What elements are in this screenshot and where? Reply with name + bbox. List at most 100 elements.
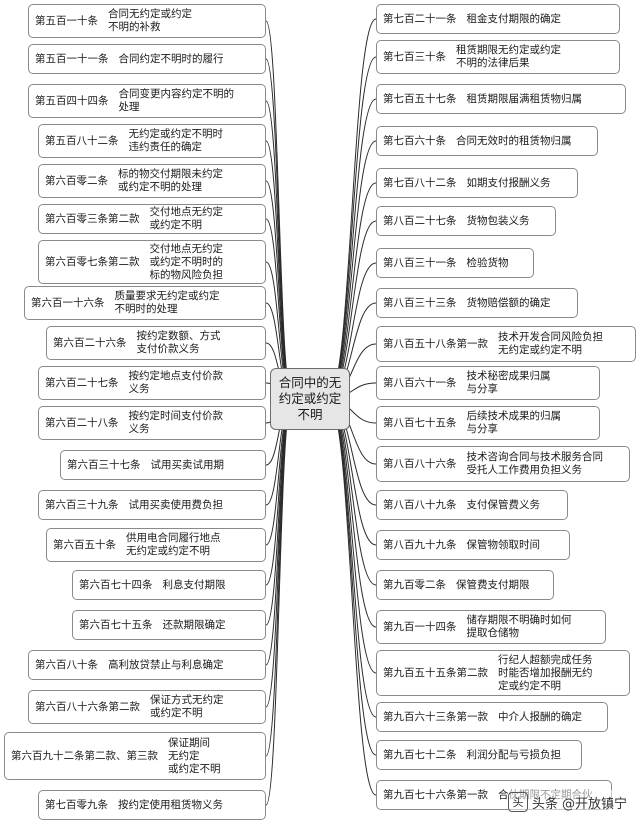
- article-topic: 无约定或约定不明时 违约责任的确定: [128, 128, 224, 153]
- article-number: 第八百二十七条: [383, 214, 457, 227]
- left-node-2: 第五百一十一条合同约定不明时的履行: [28, 44, 266, 74]
- article-number: 第六百零七条第二款: [45, 255, 140, 268]
- article-topic: 合同无约定或约定 不明的补救: [108, 8, 192, 33]
- article-number: 第七百六十条: [383, 134, 446, 147]
- article-number: 第五百一十条: [35, 14, 98, 27]
- article-topic: 技术秘密成果归属 与分享: [466, 370, 551, 395]
- article-number: 第七百零九条: [45, 798, 108, 811]
- article-topic: 租赁期限届满租赁物归属: [466, 92, 583, 105]
- article-topic: 保管物领取时间: [466, 538, 541, 551]
- right-node-2: 第七百三十条租赁期限无约定或约定 不明的法律后果: [376, 40, 620, 74]
- right-node-13: 第八百八十九条支付保管费义务: [376, 490, 568, 520]
- watermark-account: @开放镇宁: [562, 796, 628, 812]
- article-topic: 交付地点无约定 或约定不明时的 标的物风险负担: [149, 242, 224, 281]
- article-number: 第八百九十九条: [383, 538, 457, 551]
- left-node-3: 第五百四十四条合同变更内容约定不明的 处理: [28, 84, 266, 118]
- article-number: 第八百七十五条: [383, 416, 457, 429]
- article-number: 第九百六十三条第一款: [383, 710, 488, 723]
- article-number: 第七百五十七条: [383, 92, 457, 105]
- article-number: 第六百二十八条: [45, 416, 119, 429]
- article-number: 第六百八十六条第二款: [35, 700, 140, 713]
- article-topic: 合同约定不明时的履行: [118, 52, 224, 65]
- left-node-6: 第六百零三条第二款交付地点无约定 或约定不明: [38, 204, 266, 234]
- left-node-19: 第六百九十二条第二款、第三款保证期间 无约定 或约定不明: [4, 732, 266, 780]
- article-number: 第六百三十九条: [45, 498, 119, 511]
- right-node-8: 第八百三十三条货物赔偿额的确定: [376, 288, 578, 318]
- article-topic: 高利放贷禁止与利息确定: [108, 658, 224, 671]
- connector-left-4: [265, 140, 293, 400]
- article-topic: 技术开发合同风险负担 无约定或约定不明: [498, 331, 603, 356]
- article-number: 第五百四十四条: [35, 94, 109, 107]
- article-topic: 试用买卖使用费负担: [128, 498, 224, 511]
- left-node-11: 第六百二十八条按约定时间支付价款 义务: [38, 406, 266, 440]
- right-node-10: 第八百六十一条技术秘密成果归属 与分享: [376, 366, 600, 400]
- connector-left-18: [265, 398, 293, 708]
- article-number: 第五百八十二条: [45, 134, 119, 147]
- article-topic: 标的物交付期限未约定 或约定不明的处理: [118, 168, 223, 193]
- connector-right-4: [327, 140, 377, 400]
- left-node-7: 第六百零七条第二款交付地点无约定 或约定不明时的 标的物风险负担: [38, 240, 266, 284]
- connector-right-1: [327, 18, 377, 400]
- left-node-17: 第六百八十条高利放贷禁止与利息确定: [28, 650, 266, 680]
- article-topic: 如期支付报酬义务: [466, 176, 551, 189]
- article-number: 第七百三十条: [383, 50, 446, 63]
- right-node-6: 第八百二十七条货物包装义务: [376, 206, 556, 236]
- left-node-12: 第六百三十七条试用买卖试用期: [60, 450, 266, 480]
- article-number: 第九百一十四条: [383, 620, 457, 633]
- left-node-20: 第七百零九条按约定使用租赁物义务: [38, 790, 266, 820]
- article-number: 第九百七十六条第一款: [383, 788, 488, 801]
- toutiao-logo-icon: 头: [508, 792, 528, 812]
- right-node-1: 第七百二十一条租金支付期限的确定: [376, 4, 620, 34]
- article-topic: 保管费支付期限: [456, 578, 530, 591]
- left-node-4: 第五百八十二条无约定或约定不明时 违约责任的确定: [38, 124, 266, 158]
- right-node-19: 第九百七十二条利润分配与亏损负担: [376, 740, 582, 770]
- right-node-17: 第九百五十五条第二款行纪人超额完成任务 时能否增加报酬无约 定或约定不明: [376, 650, 630, 696]
- article-number: 第六百三十七条: [67, 458, 141, 471]
- article-topic: 货物包装义务: [466, 214, 530, 227]
- connector-right-3: [327, 98, 377, 400]
- article-number: 第六百七十四条: [79, 578, 153, 591]
- connector-right-18: [327, 398, 377, 718]
- right-node-16: 第九百一十四条储存期限不明确时如何 提取仓储物: [376, 610, 606, 644]
- right-node-9: 第八百五十八条第一款技术开发合同风险负担 无约定或约定不明: [376, 326, 636, 362]
- article-number: 第九百五十五条第二款: [383, 666, 488, 679]
- article-topic: 按约定数额、方式 支付价款义务: [136, 330, 221, 355]
- article-number: 第八百三十一条: [383, 256, 457, 269]
- article-number: 第八百八十九条: [383, 498, 457, 511]
- article-topic: 货物赔偿额的确定: [466, 296, 551, 309]
- right-node-3: 第七百五十七条租赁期限届满租赁物归属: [376, 84, 626, 114]
- article-topic: 利息支付期限: [162, 578, 226, 591]
- connector-left-1: [265, 20, 293, 400]
- article-number: 第六百零二条: [45, 174, 108, 187]
- article-topic: 供用电合同履行地点 无约定或约定不明: [126, 532, 221, 557]
- article-topic: 行纪人超额完成任务 时能否增加报酬无约 定或约定不明: [498, 653, 593, 692]
- left-node-10: 第六百二十七条按约定地点支付价款 义务: [38, 366, 266, 400]
- connector-right-17: [327, 398, 377, 674]
- article-topic: 按约定地点支付价款 义务: [128, 370, 224, 395]
- article-topic: 储存期限不明确时如何 提取仓储物: [466, 614, 572, 639]
- right-node-4: 第七百六十条合同无效时的租赁物归属: [376, 126, 598, 156]
- article-topic: 还款期限确定: [162, 618, 226, 631]
- article-number: 第六百七十五条: [79, 618, 153, 631]
- article-topic: 中介人报酬的确定: [498, 710, 582, 723]
- article-number: 第八百六十一条: [383, 376, 457, 389]
- left-node-18: 第六百八十六条第二款保证方式无约定 或约定不明: [28, 690, 266, 724]
- article-number: 第六百五十条: [53, 538, 116, 551]
- article-topic: 质量要求无约定或约定 不明时的处理: [114, 290, 220, 315]
- left-node-13: 第六百三十九条试用买卖使用费负担: [38, 490, 266, 520]
- article-number: 第六百一十六条: [31, 296, 105, 309]
- article-number: 第七百二十一条: [383, 12, 457, 25]
- article-topic: 保证方式无约定 或约定不明: [150, 694, 224, 719]
- article-number: 第九百零二条: [383, 578, 446, 591]
- article-topic: 合同无效时的租赁物归属: [456, 134, 572, 147]
- right-node-12: 第八百八十六条技术咨询合同与技术服务合同 受托人工作费用负担义务: [376, 446, 630, 482]
- article-number: 第六百八十条: [35, 658, 98, 671]
- right-node-15: 第九百零二条保管费支付期限: [376, 570, 554, 600]
- left-node-5: 第六百零二条标的物交付期限未约定 或约定不明的处理: [38, 164, 266, 198]
- left-node-16: 第六百七十五条还款期限确定: [72, 610, 266, 640]
- article-number: 第六百零三条第二款: [45, 212, 140, 225]
- article-topic: 交付地点无约定 或约定不明: [149, 206, 224, 231]
- article-topic: 支付保管费义务: [466, 498, 541, 511]
- watermark: 头 头条 @开放镇宁: [508, 790, 634, 814]
- left-node-9: 第六百二十六条按约定数额、方式 支付价款义务: [46, 326, 266, 360]
